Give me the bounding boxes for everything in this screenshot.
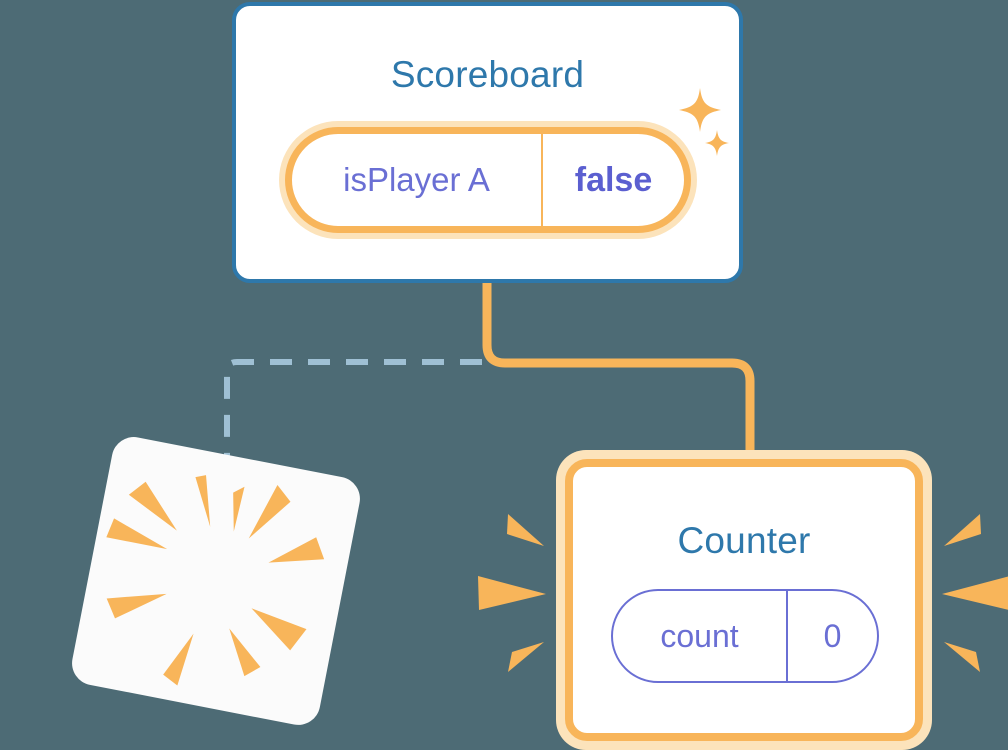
counter-state-key: count <box>660 617 739 654</box>
scoreboard-state-key: isPlayer A <box>343 161 490 198</box>
tilted-blank-card[interactable] <box>68 433 364 729</box>
burst-ray-icon <box>106 518 168 550</box>
connector-dashed-to-tilted-card <box>224 359 482 462</box>
burst-ray-icon <box>507 514 544 546</box>
counter-burst-right <box>942 514 1008 672</box>
counter-burst-left <box>478 514 546 672</box>
burst-ray-icon <box>251 608 307 651</box>
burst-ray-icon <box>268 537 325 563</box>
burst-ray-icon <box>163 633 194 686</box>
scoreboard-state-pill[interactable]: isPlayer A false <box>279 121 697 239</box>
sparkle-small-icon <box>705 130 729 156</box>
sparkles-group <box>679 88 729 156</box>
tilted-card-burst <box>106 475 325 686</box>
connector-solid-to-counter-card <box>482 281 755 462</box>
burst-ray-icon <box>508 642 544 672</box>
burst-ray-icon <box>106 593 167 619</box>
pill-divider <box>541 133 543 227</box>
burst-ray-icon <box>944 642 980 672</box>
sparkle-large-icon <box>679 88 721 132</box>
counter-card-title: Counter <box>677 520 811 561</box>
counter-state-pill[interactable]: count 0 <box>611 589 879 683</box>
burst-ray-icon <box>128 481 177 531</box>
burst-ray-icon <box>229 628 261 677</box>
burst-ray-icon <box>942 576 1008 610</box>
burst-ray-icon <box>478 576 546 610</box>
scoreboard-state-value: false <box>574 160 653 199</box>
burst-ray-icon <box>233 486 245 532</box>
burst-ray-icon <box>944 514 981 546</box>
burst-ray-icon <box>195 475 211 527</box>
scoreboard-card-title: Scoreboard <box>390 54 585 95</box>
counter-state-value: 0 <box>823 617 842 654</box>
pill-divider <box>786 591 788 681</box>
burst-ray-icon <box>248 484 291 539</box>
